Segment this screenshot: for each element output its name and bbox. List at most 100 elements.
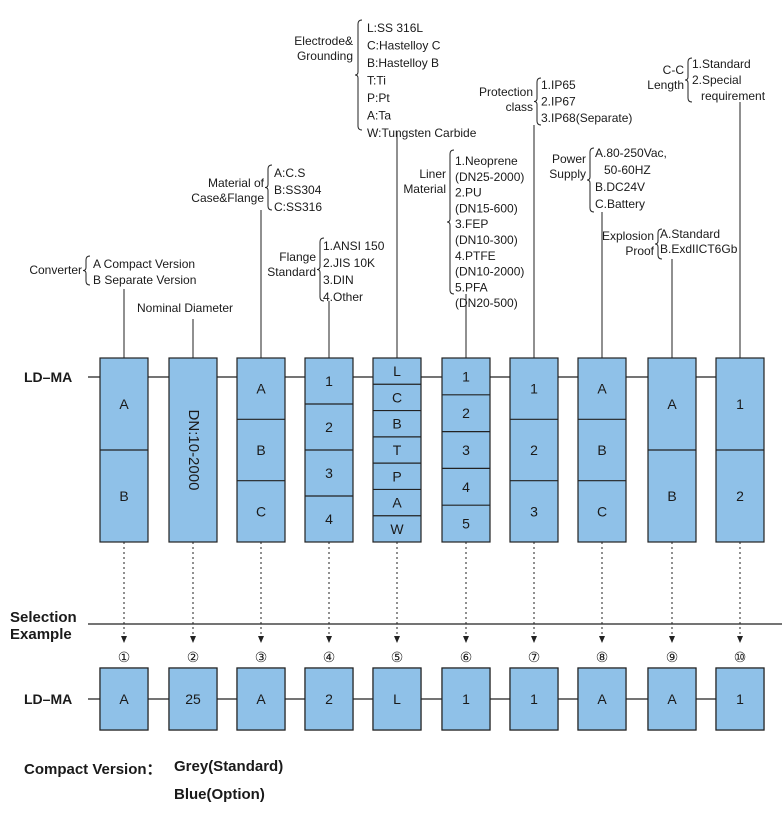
- option-flange: 2.JIS 10K: [323, 256, 375, 270]
- column-title-material: Case&Flange: [191, 191, 264, 205]
- option-liner: 2.PU: [455, 186, 482, 200]
- brace-converter: [82, 255, 91, 286]
- brace-length: [684, 57, 693, 103]
- column-title-material: Material of: [208, 176, 265, 190]
- option-converter: A Compact Version: [93, 257, 195, 271]
- cell-label-electrode: T: [393, 442, 402, 458]
- example-box-protection: [509, 667, 559, 731]
- option-electrode: W:Tungsten Carbide: [367, 126, 477, 140]
- option-liner: (DN20-500): [455, 296, 518, 310]
- option-protection: 3.IP68(Separate): [541, 111, 632, 125]
- option-electrode: A:Ta: [367, 109, 391, 123]
- example-value-flange: 2: [325, 691, 333, 707]
- cell-label-diameter: DN:10-2000: [185, 410, 202, 491]
- example-value-liner: 1: [462, 691, 470, 707]
- column-title-flange: Flange: [279, 250, 316, 264]
- option-material: A:C.S: [274, 166, 305, 180]
- arrow-head-length: [737, 636, 743, 643]
- column-title-liner: Material: [403, 182, 446, 196]
- arrow-head-liner: [463, 636, 469, 643]
- example-model-label: LD–MA: [24, 691, 72, 707]
- option-protection: 1.IP65: [541, 78, 576, 92]
- arrow-head-explosion: [669, 636, 675, 643]
- brace-flange: [316, 237, 325, 302]
- cell-label-material: C: [256, 503, 266, 519]
- blue-option-label: Blue(Option): [174, 786, 265, 803]
- cell-label-flange: 1: [325, 373, 333, 389]
- option-electrode: L:SS 316L: [367, 21, 423, 35]
- circled-number-material: ③: [255, 649, 268, 665]
- example-value-diameter: 25: [185, 691, 201, 707]
- circled-number-explosion: ⑨: [666, 649, 679, 665]
- circled-number-flange: ④: [323, 649, 336, 665]
- brace-material: [264, 164, 273, 211]
- cell-label-length: 1: [736, 396, 744, 412]
- selection-example-title: Selection: [10, 609, 77, 626]
- cell-label-protection: 3: [530, 503, 538, 519]
- column-title-power: Supply: [549, 167, 586, 181]
- option-flange: 1.ANSI 150: [323, 239, 385, 253]
- option-liner: (DN15-600): [455, 201, 518, 215]
- model-label: LD–MA: [24, 369, 72, 385]
- option-box-electrode: [372, 357, 422, 543]
- column-title-liner: Liner: [419, 167, 446, 181]
- arrow-head-electrode: [394, 636, 400, 643]
- example-value-length: 1: [736, 691, 744, 707]
- cell-label-material: B: [256, 442, 265, 458]
- option-electrode: T:Ti: [367, 74, 386, 88]
- arrow-head-power: [599, 636, 605, 643]
- column-title-flange: Standard: [267, 265, 316, 279]
- option-liner: 1.Neoprene: [455, 154, 518, 168]
- option-box-material: [236, 357, 286, 543]
- cell-label-flange: 2: [325, 419, 333, 435]
- cell-label-explosion: B: [667, 488, 676, 504]
- brace-protection: [533, 77, 542, 126]
- column-title-power: Power: [552, 152, 586, 166]
- option-length: requirement: [701, 89, 766, 103]
- option-length: 2.Special: [692, 73, 741, 87]
- column-title-diameter: Nominal Diameter: [137, 301, 233, 315]
- column-title-protection: class: [506, 100, 533, 114]
- cell-label-liner: 4: [462, 479, 470, 495]
- cell-label-flange: 4: [325, 511, 333, 527]
- column-title-converter: Converter: [29, 263, 82, 277]
- option-protection: 2.IP67: [541, 95, 576, 109]
- compact-version-label: Compact Version：: [24, 761, 162, 778]
- example-value-material: A: [256, 691, 266, 707]
- arrow-head-protection: [531, 636, 537, 643]
- option-power: B.DC24V: [595, 180, 645, 194]
- example-value-explosion: A: [667, 691, 677, 707]
- option-liner: 3.FEP: [455, 217, 488, 231]
- brace-power: [586, 147, 595, 213]
- option-material: C:SS316: [274, 200, 322, 214]
- option-liner: (DN25-2000): [455, 170, 524, 184]
- circled-number-power: ⑧: [596, 649, 609, 665]
- option-electrode: B:Hastelloy B: [367, 56, 439, 70]
- cell-label-length: 2: [736, 488, 744, 504]
- cell-label-power: C: [597, 503, 607, 519]
- cell-label-electrode: L: [393, 363, 401, 379]
- example-value-power: A: [597, 691, 607, 707]
- column-title-electrode: Electrode&: [294, 34, 353, 48]
- selection-example-title: Example: [10, 626, 72, 643]
- example-value-protection: 1: [530, 691, 538, 707]
- option-liner: 5.PFA: [455, 280, 488, 294]
- arrow-head-material: [258, 636, 264, 643]
- cell-label-electrode: A: [392, 495, 402, 511]
- cell-label-explosion: A: [667, 396, 677, 412]
- cell-label-electrode: P: [392, 468, 401, 484]
- column-title-electrode: Grounding: [297, 49, 353, 63]
- option-box-protection: [509, 357, 559, 543]
- option-box-diameter: [168, 357, 218, 543]
- cell-label-power: A: [597, 381, 607, 397]
- option-liner: 4.PTFE: [455, 249, 496, 263]
- brace-explosion: [654, 228, 663, 260]
- example-box-power: [577, 667, 627, 731]
- example-box-explosion: [647, 667, 697, 731]
- example-box-length: [715, 667, 765, 731]
- example-box-electrode: [372, 667, 422, 731]
- cell-label-converter: B: [119, 488, 128, 504]
- option-material: B:SS304: [274, 183, 322, 197]
